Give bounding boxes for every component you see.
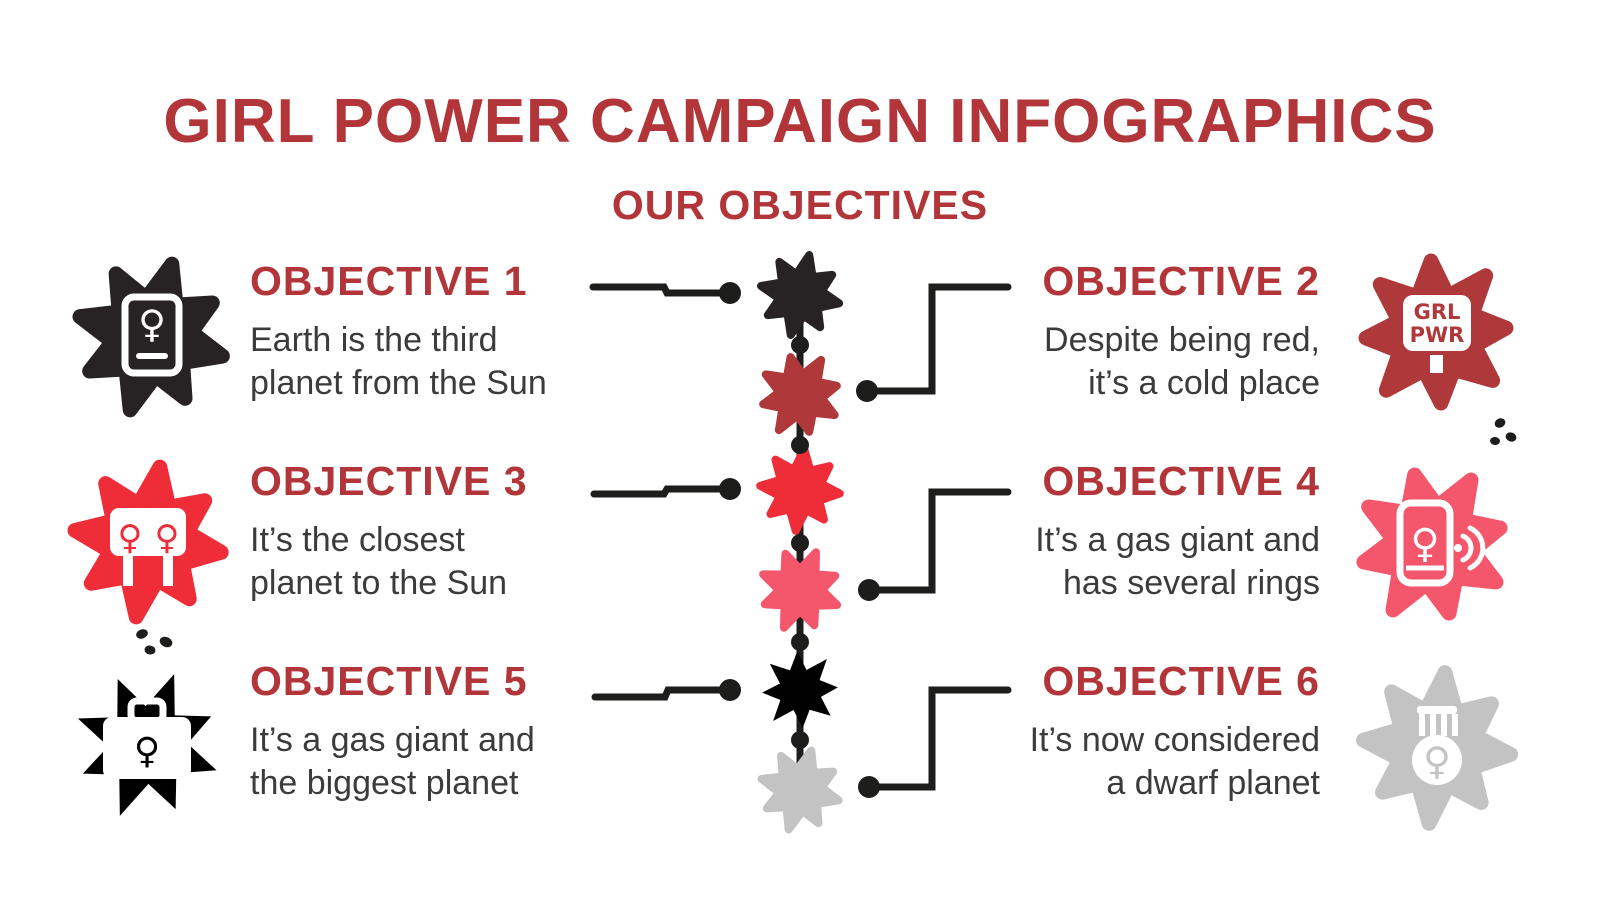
- briefcase-female-icon: ♀: [51, 648, 243, 842]
- objective-5-text-line1: It’s a gas giant and: [250, 721, 535, 759]
- objective-4-label: OBJECTIVE 4: [1042, 458, 1320, 504]
- objective-5-text-line2: the biggest planet: [250, 764, 519, 802]
- objective-1-label: OBJECTIVE 1: [250, 258, 528, 304]
- grl-pwr-sign-icon: GRL PWR: [1356, 253, 1516, 413]
- objective-4-block: OBJECTIVE 4 It’s a gas giant and has sev…: [960, 458, 1320, 605]
- objective-2-text-line2: it’s a cold place: [1088, 364, 1320, 402]
- objective-6-block: OBJECTIVE 6 It’s now considered a dwarf …: [960, 658, 1320, 805]
- medal-female-icon: ♀: [1357, 668, 1517, 828]
- objective-3-text-line1: It’s the closest: [250, 521, 465, 559]
- connector-objective-6: [858, 686, 1012, 798]
- objective-2-text-line1: Despite being red,: [1044, 321, 1320, 359]
- svg-text:GRL: GRL: [1414, 300, 1461, 324]
- svg-text:♀: ♀: [138, 302, 166, 346]
- objective-1-text-line2: planet from the Sun: [250, 364, 547, 402]
- objective-4-text-line1: It’s a gas giant and: [1035, 521, 1320, 559]
- svg-text:♀: ♀: [1423, 739, 1451, 783]
- objective-6-text-line2: a dwarf planet: [1106, 764, 1320, 802]
- objective-3-block: OBJECTIVE 3 It’s the closest planet to t…: [250, 458, 610, 605]
- objective-4-text-line2: has several rings: [1062, 564, 1320, 602]
- connector-objective-3: [590, 478, 741, 500]
- timeline-star-3: [757, 446, 844, 535]
- svg-text:♀: ♀: [118, 518, 143, 558]
- svg-text:PWR: PWR: [1410, 323, 1465, 347]
- objective-1-block: OBJECTIVE 1 Earth is the third planet fr…: [250, 258, 610, 405]
- objective-2-label: OBJECTIVE 2: [1042, 258, 1320, 304]
- svg-text:♀: ♀: [134, 731, 160, 772]
- objective-5-label: OBJECTIVE 5: [250, 658, 528, 704]
- phone-female-icon: ♀: [1352, 465, 1512, 625]
- objective-5-block: OBJECTIVE 5 It’s a gas giant and the big…: [250, 658, 610, 805]
- objective-3-label: OBJECTIVE 3: [250, 458, 528, 504]
- page-title: GIRL POWER CAMPAIGN INFOGRAPHICS: [163, 87, 1437, 156]
- svg-text:♀: ♀: [1410, 521, 1439, 567]
- connector-objective-4: [858, 488, 1012, 601]
- objective-6-label: OBJECTIVE 6: [1042, 658, 1320, 704]
- connector-objective-1: [589, 282, 741, 304]
- objective-2-block: OBJECTIVE 2 Despite being red, it’s a co…: [960, 258, 1320, 405]
- protest-banner-icon: ♀ ♀: [68, 462, 228, 622]
- connector-objective-5: [591, 679, 741, 701]
- connector-objective-2: [856, 283, 1012, 402]
- svg-text:♀: ♀: [155, 518, 180, 558]
- decor-dots-right: [1490, 418, 1517, 446]
- book-female-icon: ♀: [71, 257, 231, 417]
- page-subtitle: OUR OBJECTIVES: [611, 182, 989, 228]
- objective-3-text-line2: planet to the Sun: [250, 564, 508, 602]
- decor-dots-left: [136, 629, 173, 655]
- objective-6-text-line1: It’s now considered: [1029, 721, 1320, 759]
- timeline-dots: [791, 336, 809, 749]
- objective-1-text-line1: Earth is the third: [250, 321, 498, 359]
